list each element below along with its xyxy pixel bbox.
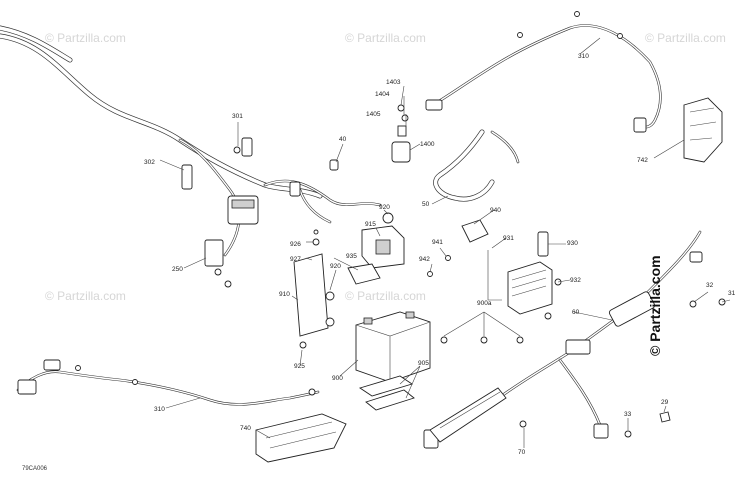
tube-70 — [429, 387, 527, 443]
callout-label: 940 — [490, 207, 501, 214]
switch-1400 — [391, 104, 411, 163]
callout-label: 910 — [279, 291, 290, 298]
callout-label: 1400 — [420, 141, 435, 148]
callout-label: 920 — [379, 204, 390, 211]
harness-310-bottom — [16, 359, 320, 406]
leader-lines — [159, 37, 731, 448]
callout-label: 302 — [144, 159, 155, 166]
callout-label: 925 — [294, 363, 305, 370]
callout-label: 70 — [518, 449, 526, 456]
callout-labels: 301 302 250 40 1403 1404 1405 1400 50 31… — [144, 53, 736, 456]
callout-label: 926 — [290, 241, 301, 248]
relay-holder-915 — [361, 212, 405, 269]
watermark: © Partzilla.com — [45, 289, 126, 303]
regulator-930 — [487, 231, 562, 320]
callout-label: 935 — [346, 253, 357, 260]
callout-label: 301 — [232, 113, 243, 120]
callout-label: 310 — [154, 406, 165, 413]
callout-label: 250 — [172, 266, 183, 273]
callout-label: 742 — [637, 157, 648, 164]
callout-label: 740 — [240, 425, 251, 432]
callout-label: 932 — [570, 277, 581, 284]
diagram-code: 79CA006 — [22, 466, 48, 472]
callout-label: 33 — [624, 411, 632, 418]
watermarks: © Partzilla.com © Partzilla.com © Partzi… — [45, 31, 726, 303]
watermark: © Partzilla.com — [45, 31, 126, 45]
callout-label: 905 — [418, 360, 429, 367]
pads-905 — [358, 375, 415, 411]
callout-label: 31 — [728, 290, 736, 297]
fastener-29 — [659, 411, 671, 423]
callout-label: 941 — [432, 239, 443, 246]
callout-label: 1404 — [375, 91, 390, 98]
tube-bracket-50 — [433, 129, 520, 202]
callout-label: 50 — [422, 201, 430, 208]
callout-label: 920 — [330, 263, 341, 270]
callout-label: 60 — [572, 309, 580, 316]
callout-label: 927 — [290, 256, 301, 263]
callout-label: 942 — [419, 256, 430, 263]
battery-bracket-910 — [293, 229, 335, 349]
watermark: © Partzilla.com — [345, 289, 426, 303]
callout-label: 930 — [567, 240, 578, 247]
battery-900 — [355, 311, 431, 383]
callout-label: 1403 — [386, 79, 401, 86]
callout-label: 900 — [332, 375, 343, 382]
callout-label: 915 — [365, 221, 376, 228]
harness-310-top — [425, 11, 662, 133]
headlight-740 — [255, 413, 347, 463]
callout-label: 931 — [503, 235, 514, 242]
main-wiring-harness — [0, 25, 382, 288]
watermark: © Partzilla.com — [645, 31, 726, 45]
hardware-900a — [440, 311, 524, 344]
brand-logo-text: © Partzilla.com — [647, 255, 663, 356]
callout-label: 32 — [706, 282, 714, 289]
callout-label: 29 — [661, 399, 669, 406]
fastener-33 — [624, 430, 632, 438]
callout-label: 310 — [578, 53, 589, 60]
callout-label: 40 — [339, 136, 347, 143]
sensor-940 — [427, 219, 489, 277]
callout-label: 1405 — [366, 111, 381, 118]
watermark: © Partzilla.com — [345, 31, 426, 45]
headlight-742 — [683, 97, 723, 163]
callout-label: 900a — [477, 300, 492, 307]
